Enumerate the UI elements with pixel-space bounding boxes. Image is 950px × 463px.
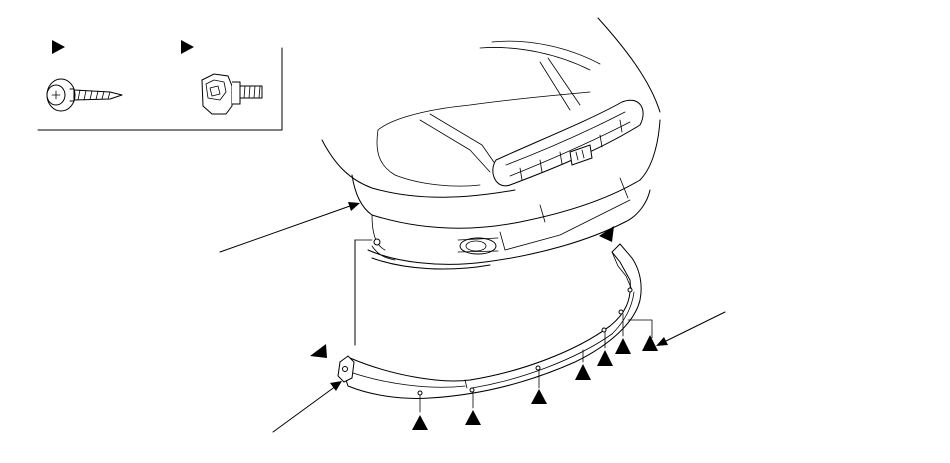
fastener-marker-3 [465,410,481,425]
leader-spoiler-right-arrow-icon [656,337,668,346]
fastener-marker-6 [597,350,613,366]
self-tapping-screw-icon [46,78,123,112]
fastener-marker-9 [599,226,614,242]
legend-marker-b-icon [181,40,194,54]
fastener-markers [310,226,658,430]
fastener-marker-8 [642,335,658,351]
callout-leaders [219,202,726,433]
leader-spoiler-left [272,385,337,433]
front-bumper [321,17,661,346]
fastener-marker-7 [615,338,631,354]
leader-front-bumper [219,205,351,253]
fastener-marker-2 [412,415,428,430]
leader-spoiler-left-arrow-icon [330,381,342,391]
leader-spoiler-right [663,311,726,343]
fastener-marker-1 [310,344,327,358]
fastener-marker-4 [531,389,547,404]
front-lower-spoiler [337,243,653,399]
flange-bolt-with-clip-icon [201,73,263,115]
fastener-marker-5 [575,364,591,380]
fastener-legend [37,40,283,131]
legend-marker-a-icon [52,40,65,54]
leader-front-bumper-arrow-icon [348,202,360,211]
